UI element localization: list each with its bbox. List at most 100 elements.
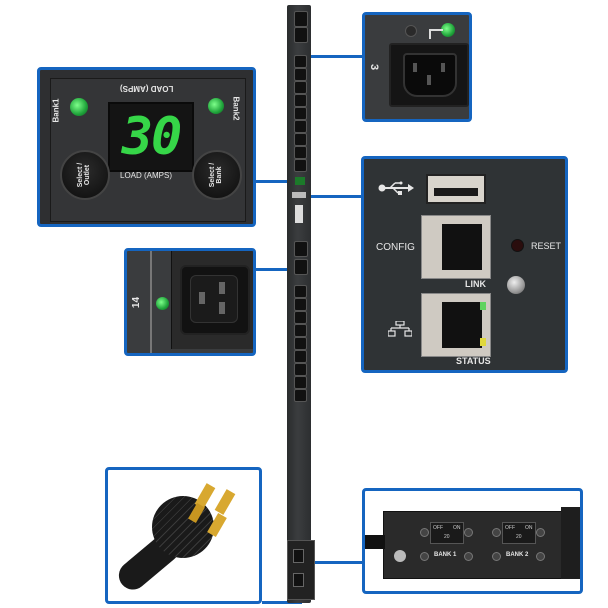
outlet-c19 [294,11,308,27]
pin-hole [413,63,417,72]
outlet-c19 [294,259,308,275]
network-icon [387,320,413,337]
on-label: ON [453,525,461,531]
outlet-c13 [294,68,307,81]
outlet-number: 14 [131,296,143,309]
cord-exit [365,535,385,549]
adjacent-housing [561,507,580,579]
pdu-strip [287,5,315,603]
c19-face [180,265,250,335]
connector-line-plug [262,601,302,604]
c19-inner [190,275,238,323]
outlet-c13 [294,311,307,324]
seven-segment-display: 30 [108,102,194,172]
c13-face [403,53,457,97]
pin-hole [441,63,445,72]
connector-line-breakers [311,561,363,564]
network-port-led-green [480,302,486,310]
breaker-switch [293,573,304,587]
outlet-indicator-off [405,25,417,37]
outlet-c13 [294,285,307,298]
network-port[interactable] [421,293,491,357]
usb-icon [378,181,414,195]
screw [420,528,429,537]
breaker-switch [293,549,304,563]
ground-icon [394,550,406,562]
c19-receptacle [171,251,253,349]
pin-hole [219,302,225,314]
bank1-led-icon [70,98,88,116]
connector-line-c13 [311,55,363,58]
link-led [507,276,525,294]
outlet-c13 [294,94,307,107]
c13-receptacle [389,43,469,107]
select-bank-label: Select / Bank [209,162,223,188]
reset-label: RESET [531,241,562,251]
plug-prong [214,489,236,515]
network-port-jack [442,302,482,348]
screw [492,552,501,561]
pdu-logo [295,205,303,223]
select-outlet-button[interactable]: Select / Outlet [60,150,110,200]
callout-network-panel: CONFIG RESET LINK STATUS [361,156,568,373]
connector-line-network [311,195,363,198]
callout-c13-outlet: 3 [362,12,472,122]
screw [536,552,545,561]
outlet-c19 [294,27,308,43]
outlet-led-icon [441,23,455,37]
callout-load-display: LOAD (AMPS) Bank1 Bank2 30 LOAD (AMPS) S… [37,67,256,227]
outlet-c13 [294,389,307,402]
outlet-c13 [294,363,307,376]
on-label: ON [525,525,533,531]
bank1-label: Bank1 [51,98,61,123]
screw [464,528,473,537]
connector-line-display [255,180,288,183]
rating-label: 20 [516,534,522,540]
bank2-breaker[interactable]: OFF ON 20 [502,522,536,544]
select-bank-button[interactable]: Select / Bank [192,150,242,200]
outlet-c13 [294,146,307,159]
bank2-label: Bank2 [231,96,241,121]
callout-breakers: OFF ON 20 BANK 1 OFF ON 20 BANK 2 [362,488,583,594]
outlet-c13 [294,350,307,363]
status-label: STATUS [456,356,491,366]
pin-hole [199,292,205,304]
bank2-led-icon [208,98,224,114]
usb-port-slot [434,188,478,196]
screw [464,552,473,561]
pin-hole [427,75,431,85]
outlet-c13 [294,376,307,389]
outlet-c13 [294,298,307,311]
rating-label: 20 [444,534,450,540]
bank1-breaker[interactable]: OFF ON 20 [430,522,464,544]
bank1-label: BANK 1 [434,552,457,558]
callout-c19-outlet: 14 [124,248,256,356]
outlet-number: 3 [368,63,381,71]
outlet-c13 [294,120,307,133]
outlet-c13 [294,159,307,172]
divider-line [150,251,152,353]
config-port[interactable] [421,215,491,279]
load-top-label: LOAD (AMPS) [120,84,174,93]
screw [492,528,501,537]
select-outlet-label: Select / Outlet [77,162,91,188]
usb-port[interactable] [426,174,486,204]
screw [420,552,429,561]
off-label: OFF [505,525,515,531]
pdu-mini-display [295,177,305,185]
reset-button[interactable] [511,239,524,252]
outlet-c13 [294,133,307,146]
outlet-led-icon [156,297,169,310]
outlet-c13 [294,55,307,68]
off-label: OFF [433,525,443,531]
outlet-c13 [294,81,307,94]
outlet-c19 [294,241,308,257]
screw [536,528,545,537]
config-port-jack [442,224,482,270]
load-bottom-label: LOAD (AMPS) [120,171,173,180]
link-label: LINK [465,279,486,289]
pdu-mini-ports [292,192,306,198]
outlet-c13 [294,337,307,350]
load-reading: 30 [121,107,183,167]
pdu-breaker-box [287,540,315,600]
